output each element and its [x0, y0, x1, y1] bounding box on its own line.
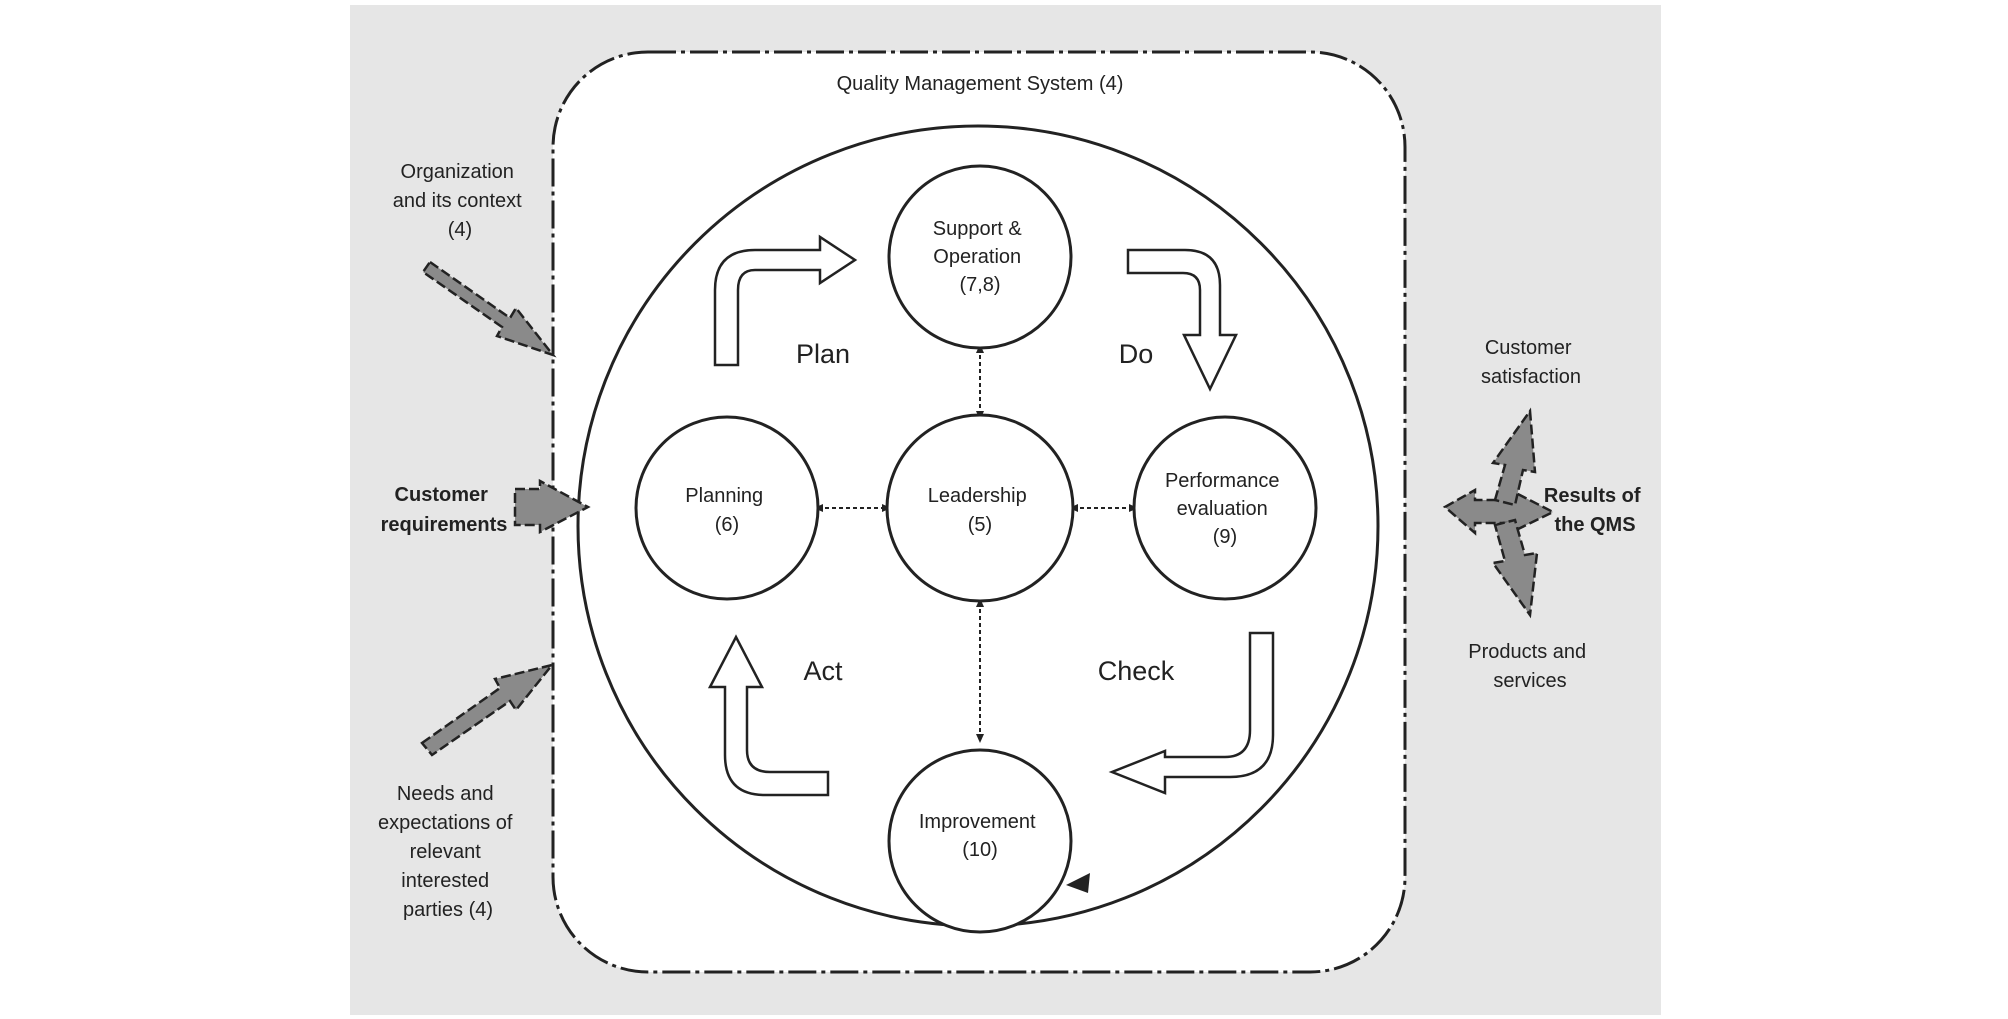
leadership-label: Leadership (5) [928, 485, 1033, 536]
needs-expectations-input-arrow [420, 662, 556, 757]
improvement-label: Improvement (10) [919, 811, 1041, 861]
pdca-plan: Plan [796, 339, 850, 369]
leadership-connectors [814, 344, 1138, 743]
needs-expectations-label: Needs and expectations of relevant inter… [378, 783, 518, 921]
results-label: Results of the QMS [1544, 485, 1646, 536]
customer-satisfaction-output-arrow [1490, 407, 1537, 507]
do-arrow [1126, 248, 1238, 392]
pdca-check: Check [1098, 656, 1175, 686]
diagram-canvas: Quality Management System (4) Support & … [350, 5, 1661, 1015]
plan-arrow [713, 234, 858, 367]
improvement-circle [887, 748, 1073, 934]
qms-diagram: Quality Management System (4) Support & … [378, 50, 1646, 974]
customer-requirements-input-arrow [513, 478, 591, 535]
products-services-label: Products and services [1468, 641, 1591, 692]
planning-label: Planning (6) [685, 485, 768, 536]
org-context-input-arrow [421, 260, 557, 358]
customer-requirements-label: Customer requirements [381, 484, 508, 536]
performance-evaluation-label: Performance evaluation (9) [1165, 470, 1285, 548]
customer-satisfaction-label: Customer satisfaction [1481, 337, 1581, 388]
qms-title: Quality Management System (4) [837, 73, 1124, 95]
products-services-output-arrow [1490, 518, 1539, 619]
results-output-arrow [1442, 487, 1556, 536]
support-operation-circle [887, 164, 1073, 350]
act-arrow [707, 634, 830, 797]
cycle-arrowhead [1066, 873, 1090, 893]
org-context-label: Organization and its context (4) [393, 161, 528, 241]
pdca-do: Do [1119, 339, 1154, 369]
pdca-act: Act [803, 656, 843, 686]
support-operation-label: Support & Operation (7,8) [933, 218, 1028, 296]
leadership-circle [885, 413, 1075, 603]
planning-circle [634, 415, 820, 601]
check-arrow [1108, 631, 1275, 795]
performance-evaluation-circle [1132, 415, 1318, 601]
